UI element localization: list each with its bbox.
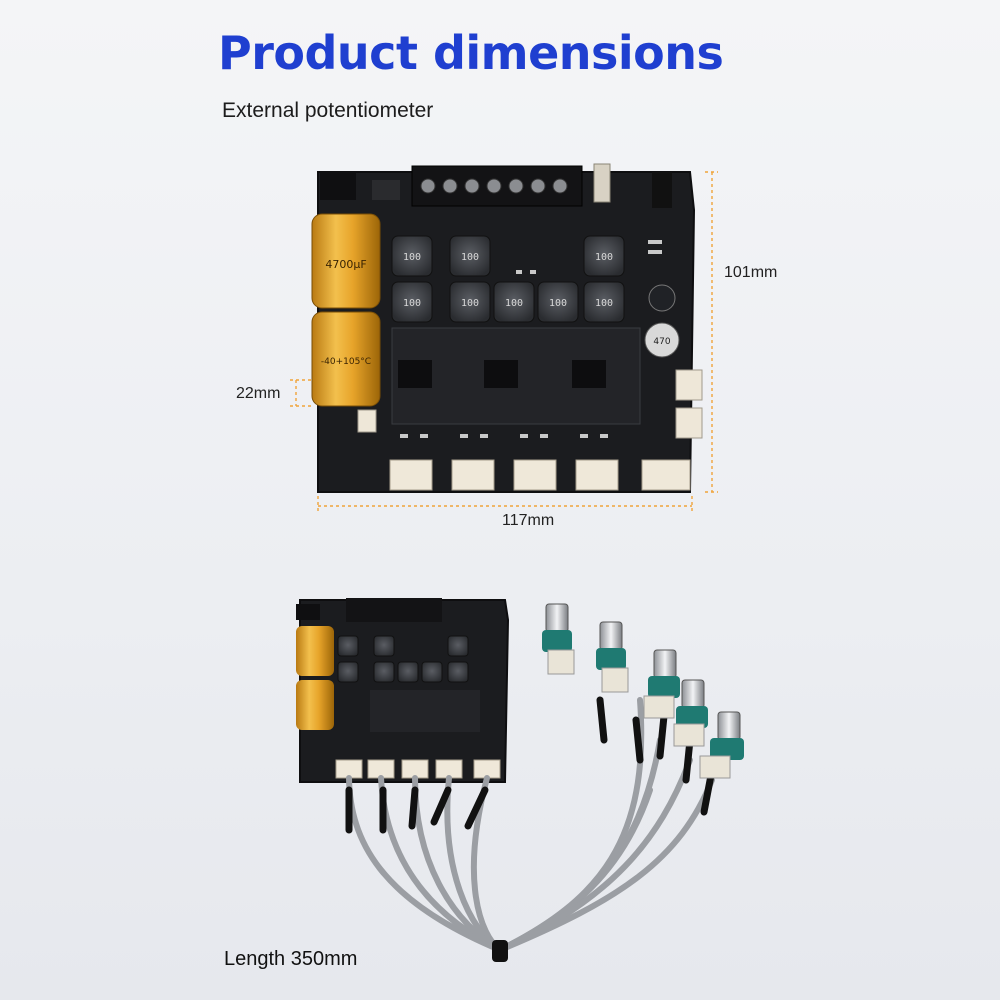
inductor-marking: 100 xyxy=(595,298,613,309)
side-connector xyxy=(675,369,703,401)
inductor-marking: 100 xyxy=(505,298,523,309)
height-dimension-label: 101mm xyxy=(724,264,778,281)
bulk-capacitor-bottom: -40+105°C xyxy=(311,311,381,407)
terminal-screws xyxy=(420,178,568,194)
dc-jack xyxy=(372,180,400,200)
bulk-capacitor-small xyxy=(296,626,334,676)
cable-tie xyxy=(492,940,508,962)
ic-chip xyxy=(398,360,432,388)
bulk-capacitor-small xyxy=(296,680,334,730)
power-terminal-small xyxy=(296,604,320,620)
smd-components xyxy=(400,240,662,438)
pot-connectors xyxy=(389,459,691,491)
screw-terminal-small xyxy=(346,598,442,622)
inductor-row-top xyxy=(391,235,625,277)
inductor-marking: 100 xyxy=(403,298,421,309)
side-connector xyxy=(357,409,377,433)
subtitle: External potentiometer xyxy=(222,99,434,122)
width-dimension-label: 117mm xyxy=(502,512,555,529)
inductor-marking: 100 xyxy=(461,298,479,309)
heatsink-plate-small xyxy=(370,690,480,732)
cable-length-label: Length 350mm xyxy=(224,948,358,970)
small-capacitor xyxy=(648,284,676,312)
main-board: 100 100 100 100 100 100 100 100 4700µF -… xyxy=(311,163,703,493)
inductor-marking: 100 xyxy=(549,298,567,309)
inductor-marking: 100 xyxy=(403,252,421,263)
capacitor-470: 470 xyxy=(644,322,680,358)
potentiometer xyxy=(542,603,575,675)
capacitor-spec: -40+105°C xyxy=(321,357,371,367)
power-terminal xyxy=(320,172,356,200)
potentiometer xyxy=(596,621,629,693)
potentiometer xyxy=(673,679,708,747)
inductor-marking: 100 xyxy=(595,252,613,263)
inductors-small xyxy=(337,635,469,683)
bulk-capacitor-top: 4700µF xyxy=(311,213,381,309)
cable-sleeves xyxy=(345,696,716,834)
ic-chip xyxy=(572,360,606,388)
small-cap-marking: 470 xyxy=(653,337,670,347)
ic-chip xyxy=(484,360,518,388)
inductor-row-bottom xyxy=(391,281,625,323)
capacitor-marking: 4700µF xyxy=(325,258,366,271)
audio-jack xyxy=(652,172,672,208)
potentiometer xyxy=(699,711,744,779)
pot-connectors-small xyxy=(335,759,501,779)
toggle-switch xyxy=(593,163,611,203)
board-with-cables xyxy=(296,598,744,962)
inductor-marking: 100 xyxy=(461,252,479,263)
dimension-lines xyxy=(290,171,718,512)
potentiometer xyxy=(643,649,680,719)
capacitor-dimension-label: 22mm xyxy=(236,385,281,402)
page-title: Product dimensions xyxy=(218,26,724,80)
side-connector xyxy=(675,407,703,439)
